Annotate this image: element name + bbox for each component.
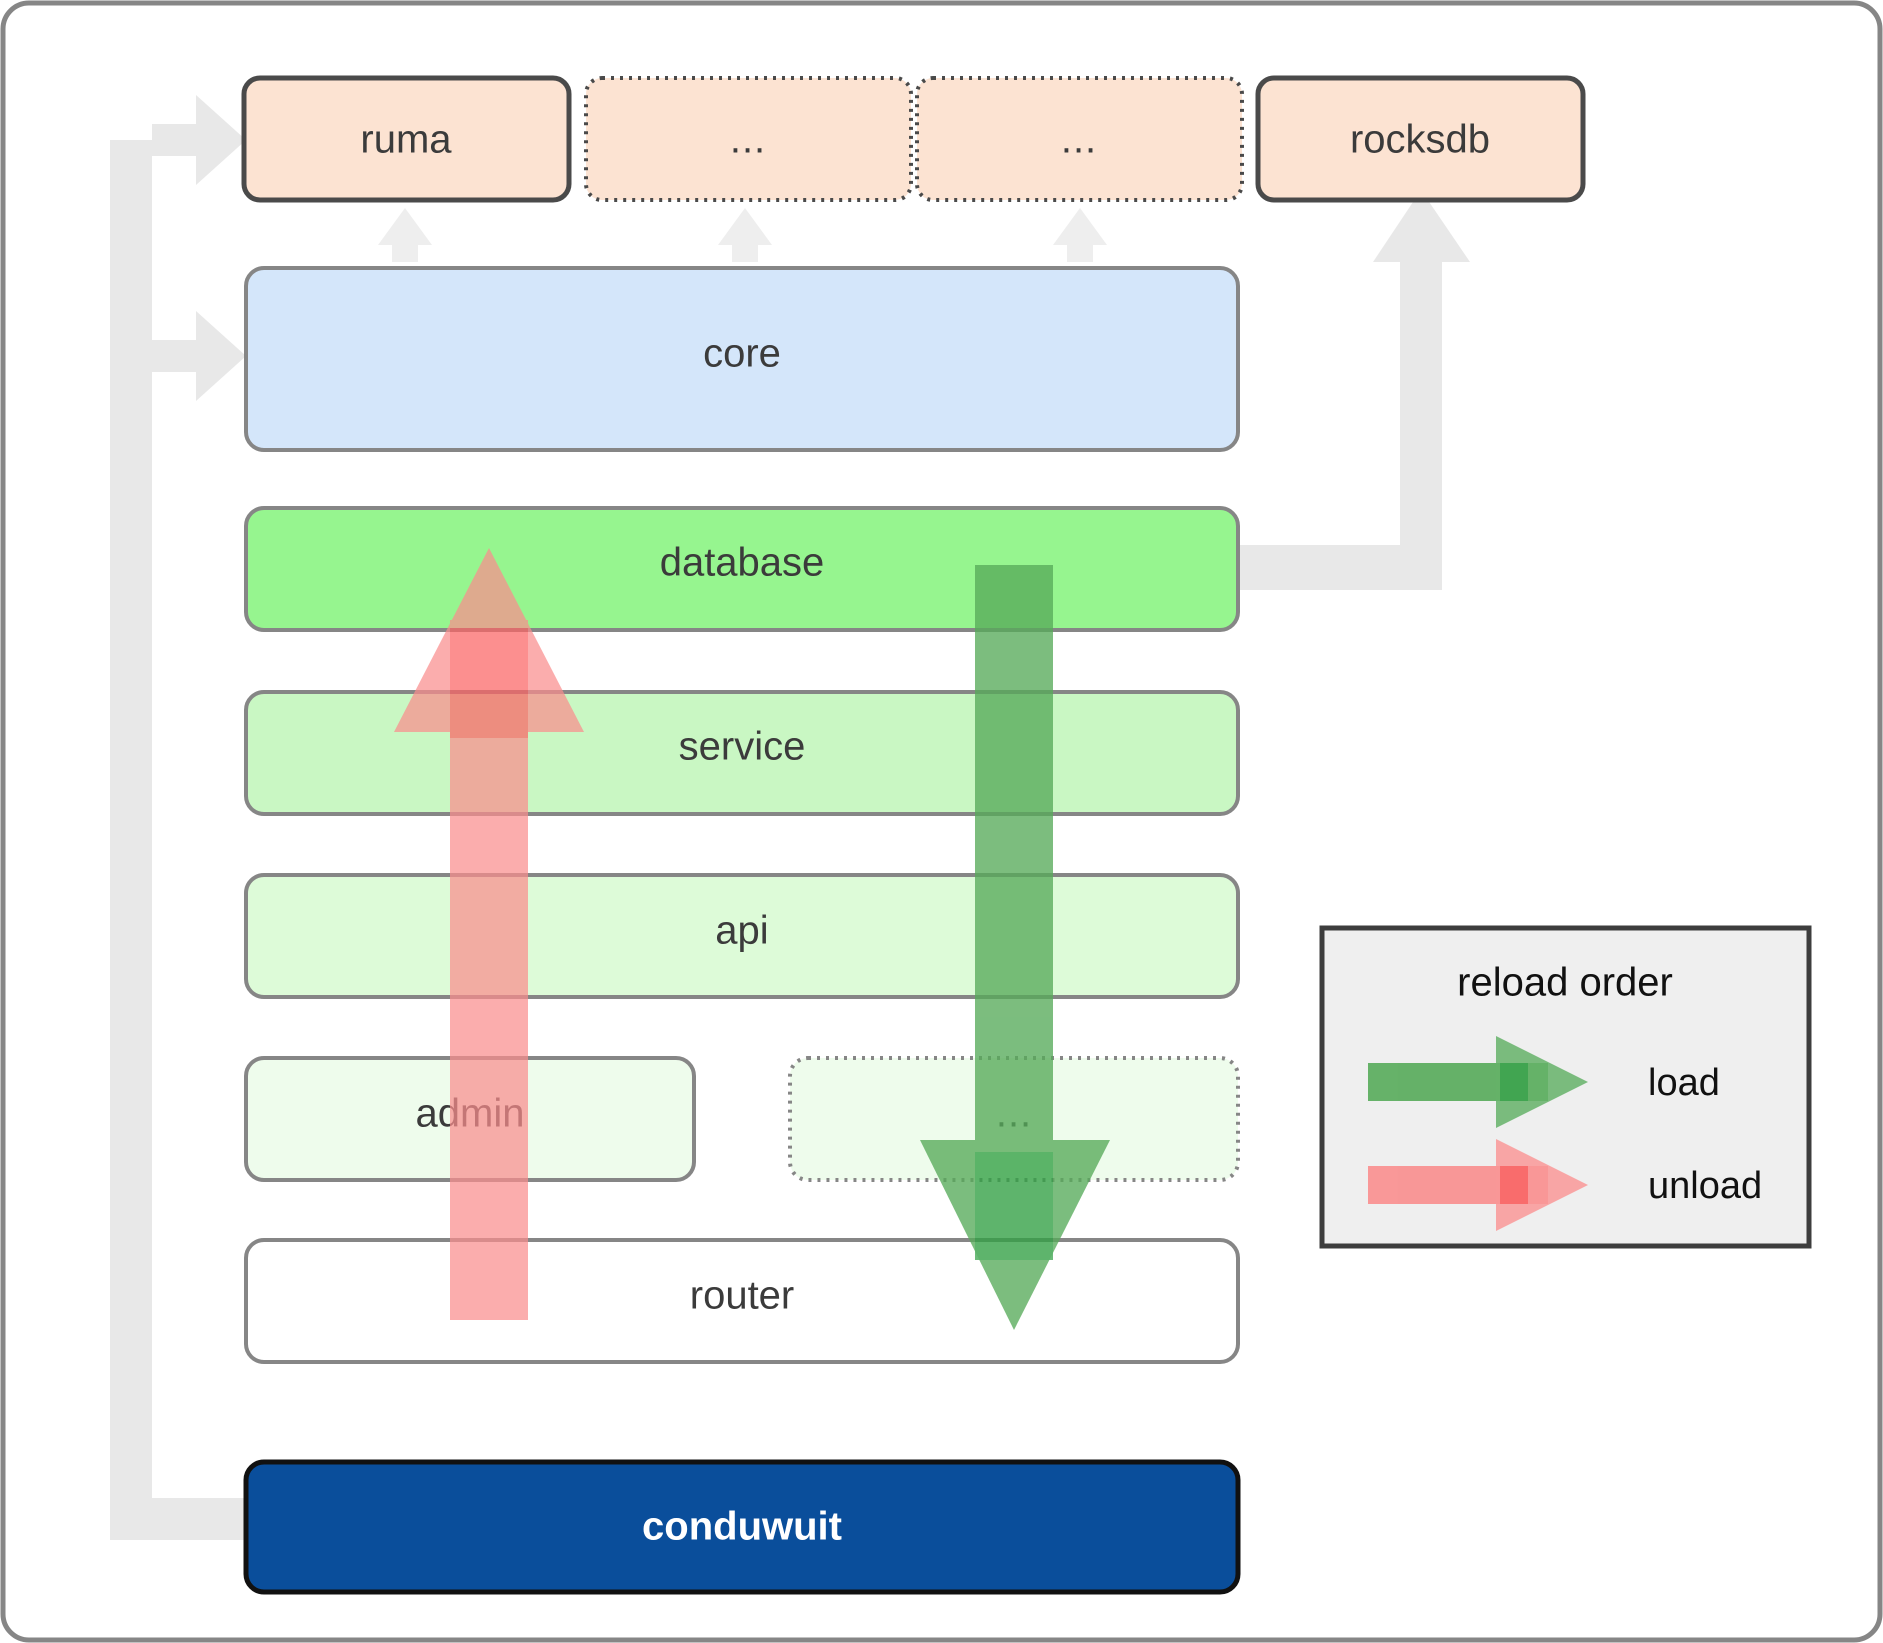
external-box-ruma-label: ruma [360,118,452,162]
unload-arrow [394,548,584,1320]
external-box-rocksdb-label: rocksdb [1350,118,1490,162]
connector-branch-ruma [152,95,246,185]
stack-box-core[interactable]: core [244,266,1240,452]
legend: reload order load unload [1319,925,1812,1249]
binary-box-conduwuit-label: conduwuit [642,1505,842,1549]
binary-box-conduwuit-rect [243,1459,1241,1595]
arrow-core-to-dots1-icon [718,208,772,262]
legend-item-unload-label: unload [1648,1165,1762,1207]
stack-box-router-label: router [690,1274,795,1318]
load-arrow [920,565,1110,1330]
legend-item-load-label: load [1648,1062,1720,1104]
connector-database-to-rocksdb [1238,545,1400,590]
external-box-ext-dots-1-rect [584,76,913,202]
external-box-ext-dots-1-label: ... [730,118,766,162]
legend-unload-arrow-overlap [1500,1166,1528,1204]
stack-box-service[interactable]: service [244,690,1240,816]
legend-title: reload order [1457,961,1673,1005]
stack-box-router[interactable]: router [244,1238,1240,1364]
stack-box-service-label: service [679,725,806,769]
stack-box-api-label: api [715,909,768,953]
legend-load-arrow-head [1496,1036,1588,1128]
legend-unload-arrow-head [1496,1139,1588,1231]
core-to-external-arrows [378,208,1107,262]
stack-box-core-label: core [703,332,781,376]
arrow-core-to-dots2-icon [1053,208,1107,262]
external-box-ext-dots-2-rect [915,76,1244,202]
load-arrow-shaft [975,565,1053,1245]
stack-box-api[interactable]: api [244,873,1240,999]
external-box-ext-dots-1[interactable]: ... [584,76,913,202]
legend-load-arrow-overlap [1500,1063,1528,1101]
external-box-ext-dots-2-label: ... [1061,118,1097,162]
connector-rocksdb-arrowhead [1373,190,1470,262]
binary-box-conduwuit[interactable]: conduwuit [243,1459,1241,1595]
external-box-ruma-rect [241,75,572,203]
load-arrow-overlap [975,1152,1053,1260]
connector-conduwuit-foot [110,1498,248,1540]
legend-item-unload: unload [1368,1139,1762,1231]
external-box-ruma[interactable]: ruma [241,75,572,203]
unload-arrow-overlap [450,628,528,738]
connector-rocksdb-riser [1400,255,1442,590]
arrow-core-to-ruma-icon [378,208,432,262]
connector-group [110,95,1470,1540]
external-row: ruma ... ... rocksdb [241,75,1586,203]
connector-conduwuit-trunk [110,140,152,1540]
stack-box-database[interactable]: database [244,506,1240,632]
stack-box-core-rect [244,266,1240,452]
connector-branch-core [152,311,246,401]
stack-box-database-label: database [660,541,825,585]
external-box-rocksdb[interactable]: rocksdb [1255,75,1586,203]
external-box-rocksdb-rect [1255,75,1586,203]
external-box-ext-dots-2[interactable]: ... [915,76,1244,202]
connector-rocksdb-corner [1380,545,1400,590]
legend-item-load: load [1368,1036,1720,1128]
